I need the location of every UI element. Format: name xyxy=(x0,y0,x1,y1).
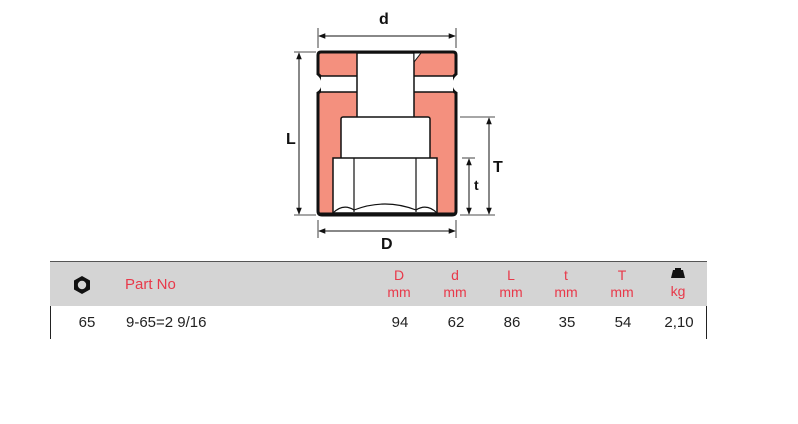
table-header: Part No D mm d mm L mm t mm T mm kg xyxy=(50,261,707,306)
header-L: L mm xyxy=(486,267,536,301)
header-t-symbol: t xyxy=(564,267,568,283)
weight-icon xyxy=(671,268,685,278)
socket-drawing xyxy=(294,28,495,238)
cell-size: 65 xyxy=(78,314,96,331)
header-t: t mm xyxy=(541,267,591,301)
header-d-symbol: d xyxy=(451,267,459,283)
cell-kg: 2,10 xyxy=(664,314,694,331)
D-label: D xyxy=(381,236,393,253)
table-row: 65 9-65=2 9/16 94 62 86 35 54 2,10 xyxy=(50,306,707,339)
header-L-symbol: L xyxy=(507,267,515,283)
extension-lines xyxy=(294,28,495,238)
cell-T: 54 xyxy=(614,314,632,331)
cell-d: 62 xyxy=(447,314,465,331)
socket-dimension-diagram: d L T t D xyxy=(286,11,503,253)
header-d-unit: mm xyxy=(443,284,467,300)
header-T-unit: mm xyxy=(610,284,634,300)
d-label: d xyxy=(379,11,389,28)
L-label: L xyxy=(286,131,296,148)
t-label: t xyxy=(474,177,479,193)
socket-body xyxy=(316,50,458,217)
cell-t: 35 xyxy=(558,314,576,331)
header-t-unit: mm xyxy=(554,284,578,300)
header-L-unit: mm xyxy=(499,284,523,300)
header-D: D mm xyxy=(374,267,424,301)
header-T-symbol: T xyxy=(617,267,627,283)
header-weight: kg xyxy=(653,267,703,300)
cell-D: 94 xyxy=(391,314,409,331)
header-d: d mm xyxy=(430,267,480,301)
header-weight-unit: kg xyxy=(670,283,686,299)
header-D-unit: mm xyxy=(387,284,411,300)
header-part-no: Part No xyxy=(125,276,176,293)
header-D-symbol: D xyxy=(393,267,405,283)
cell-L: 86 xyxy=(503,314,521,331)
header-T: T mm xyxy=(597,267,647,301)
hex-nut-icon xyxy=(74,276,90,294)
T-label: T xyxy=(493,159,503,176)
cell-part-no: 9-65=2 9/16 xyxy=(126,314,207,331)
spec-table: Part No D mm d mm L mm t mm T mm kg 65 xyxy=(50,261,707,339)
